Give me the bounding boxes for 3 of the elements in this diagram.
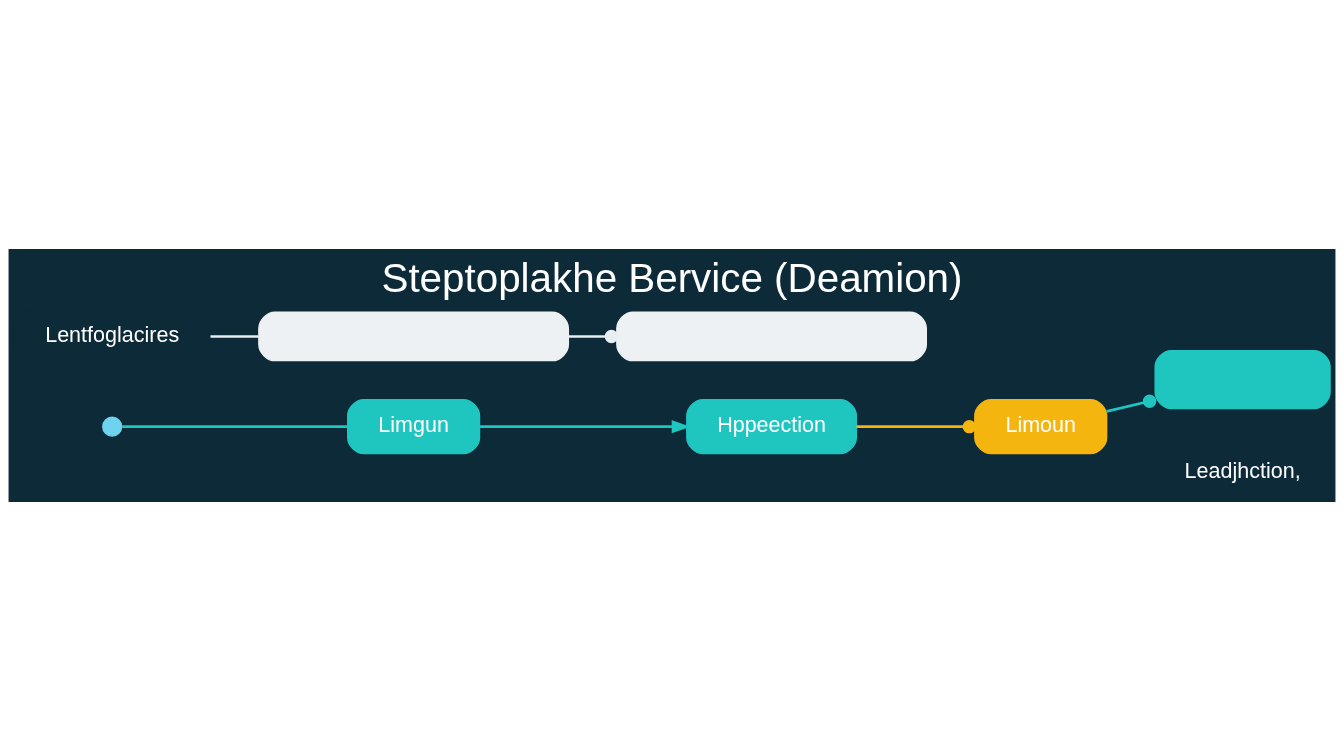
diagram-title: Steptoplakhe Bervice (Deamion) [381,254,963,301]
node-text: Lentfoglacires [45,322,180,347]
label: Leadjhction, [1184,458,1301,483]
